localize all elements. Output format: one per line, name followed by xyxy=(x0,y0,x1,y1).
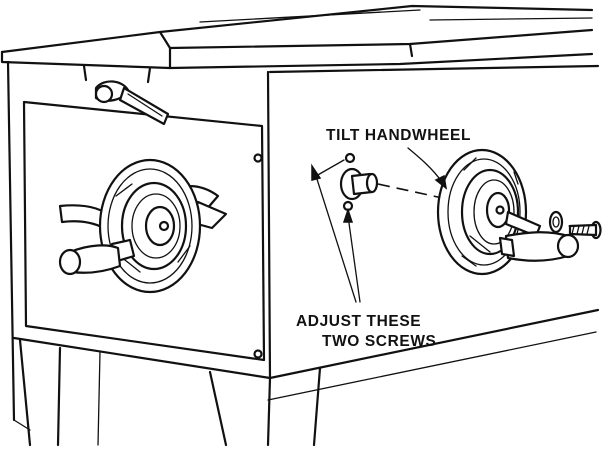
washer xyxy=(550,212,562,232)
panel-screw xyxy=(255,155,262,162)
tilt-handwheel-arrow xyxy=(408,148,446,188)
adjust-screw-upper xyxy=(346,154,354,162)
tilt-shaft-boss xyxy=(341,169,377,199)
elevation-handwheel xyxy=(60,160,226,292)
tilt-handwheel-label: TILT HANDWHEEL xyxy=(326,127,471,144)
adjust-screws-label-line1: ADJUST THESE xyxy=(296,313,421,330)
saw-table-top xyxy=(2,6,592,68)
panel-screw xyxy=(255,351,262,358)
handwheel-screw xyxy=(570,222,601,238)
adjust-screws-label-line2: TWO SCREWS xyxy=(322,333,437,350)
lock-lever xyxy=(84,66,168,124)
